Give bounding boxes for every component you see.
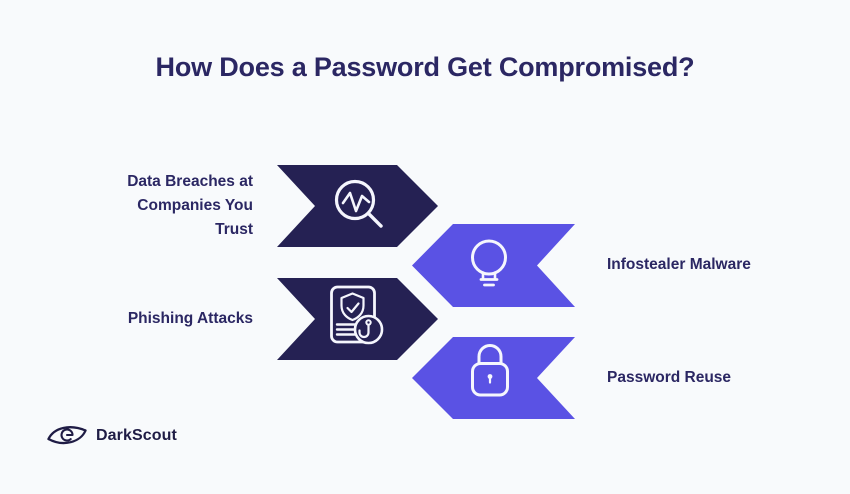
label-password-reuse: Password Reuse <box>607 369 732 386</box>
magnifier-pulse-icon <box>334 179 383 228</box>
arrow-password-reuse <box>412 337 575 419</box>
page-title: How Does a Password Get Compromised? <box>155 52 695 82</box>
lightbulb-icon <box>471 239 507 287</box>
brand-logo: DarkScout <box>46 421 177 451</box>
label-phishing: Phishing Attacks <box>127 310 253 327</box>
eye-scout-icon <box>47 426 87 445</box>
label-infostealer: Infostealer Malware <box>607 256 751 273</box>
arrow-phishing <box>277 278 438 360</box>
padlock-icon <box>471 344 509 397</box>
brand-name: DarkScout <box>96 427 177 444</box>
label-data-breaches: Data Breaches at Companies You Trust <box>127 173 253 238</box>
phishing-document-icon <box>330 285 384 345</box>
arrow-infostealer <box>412 224 575 307</box>
